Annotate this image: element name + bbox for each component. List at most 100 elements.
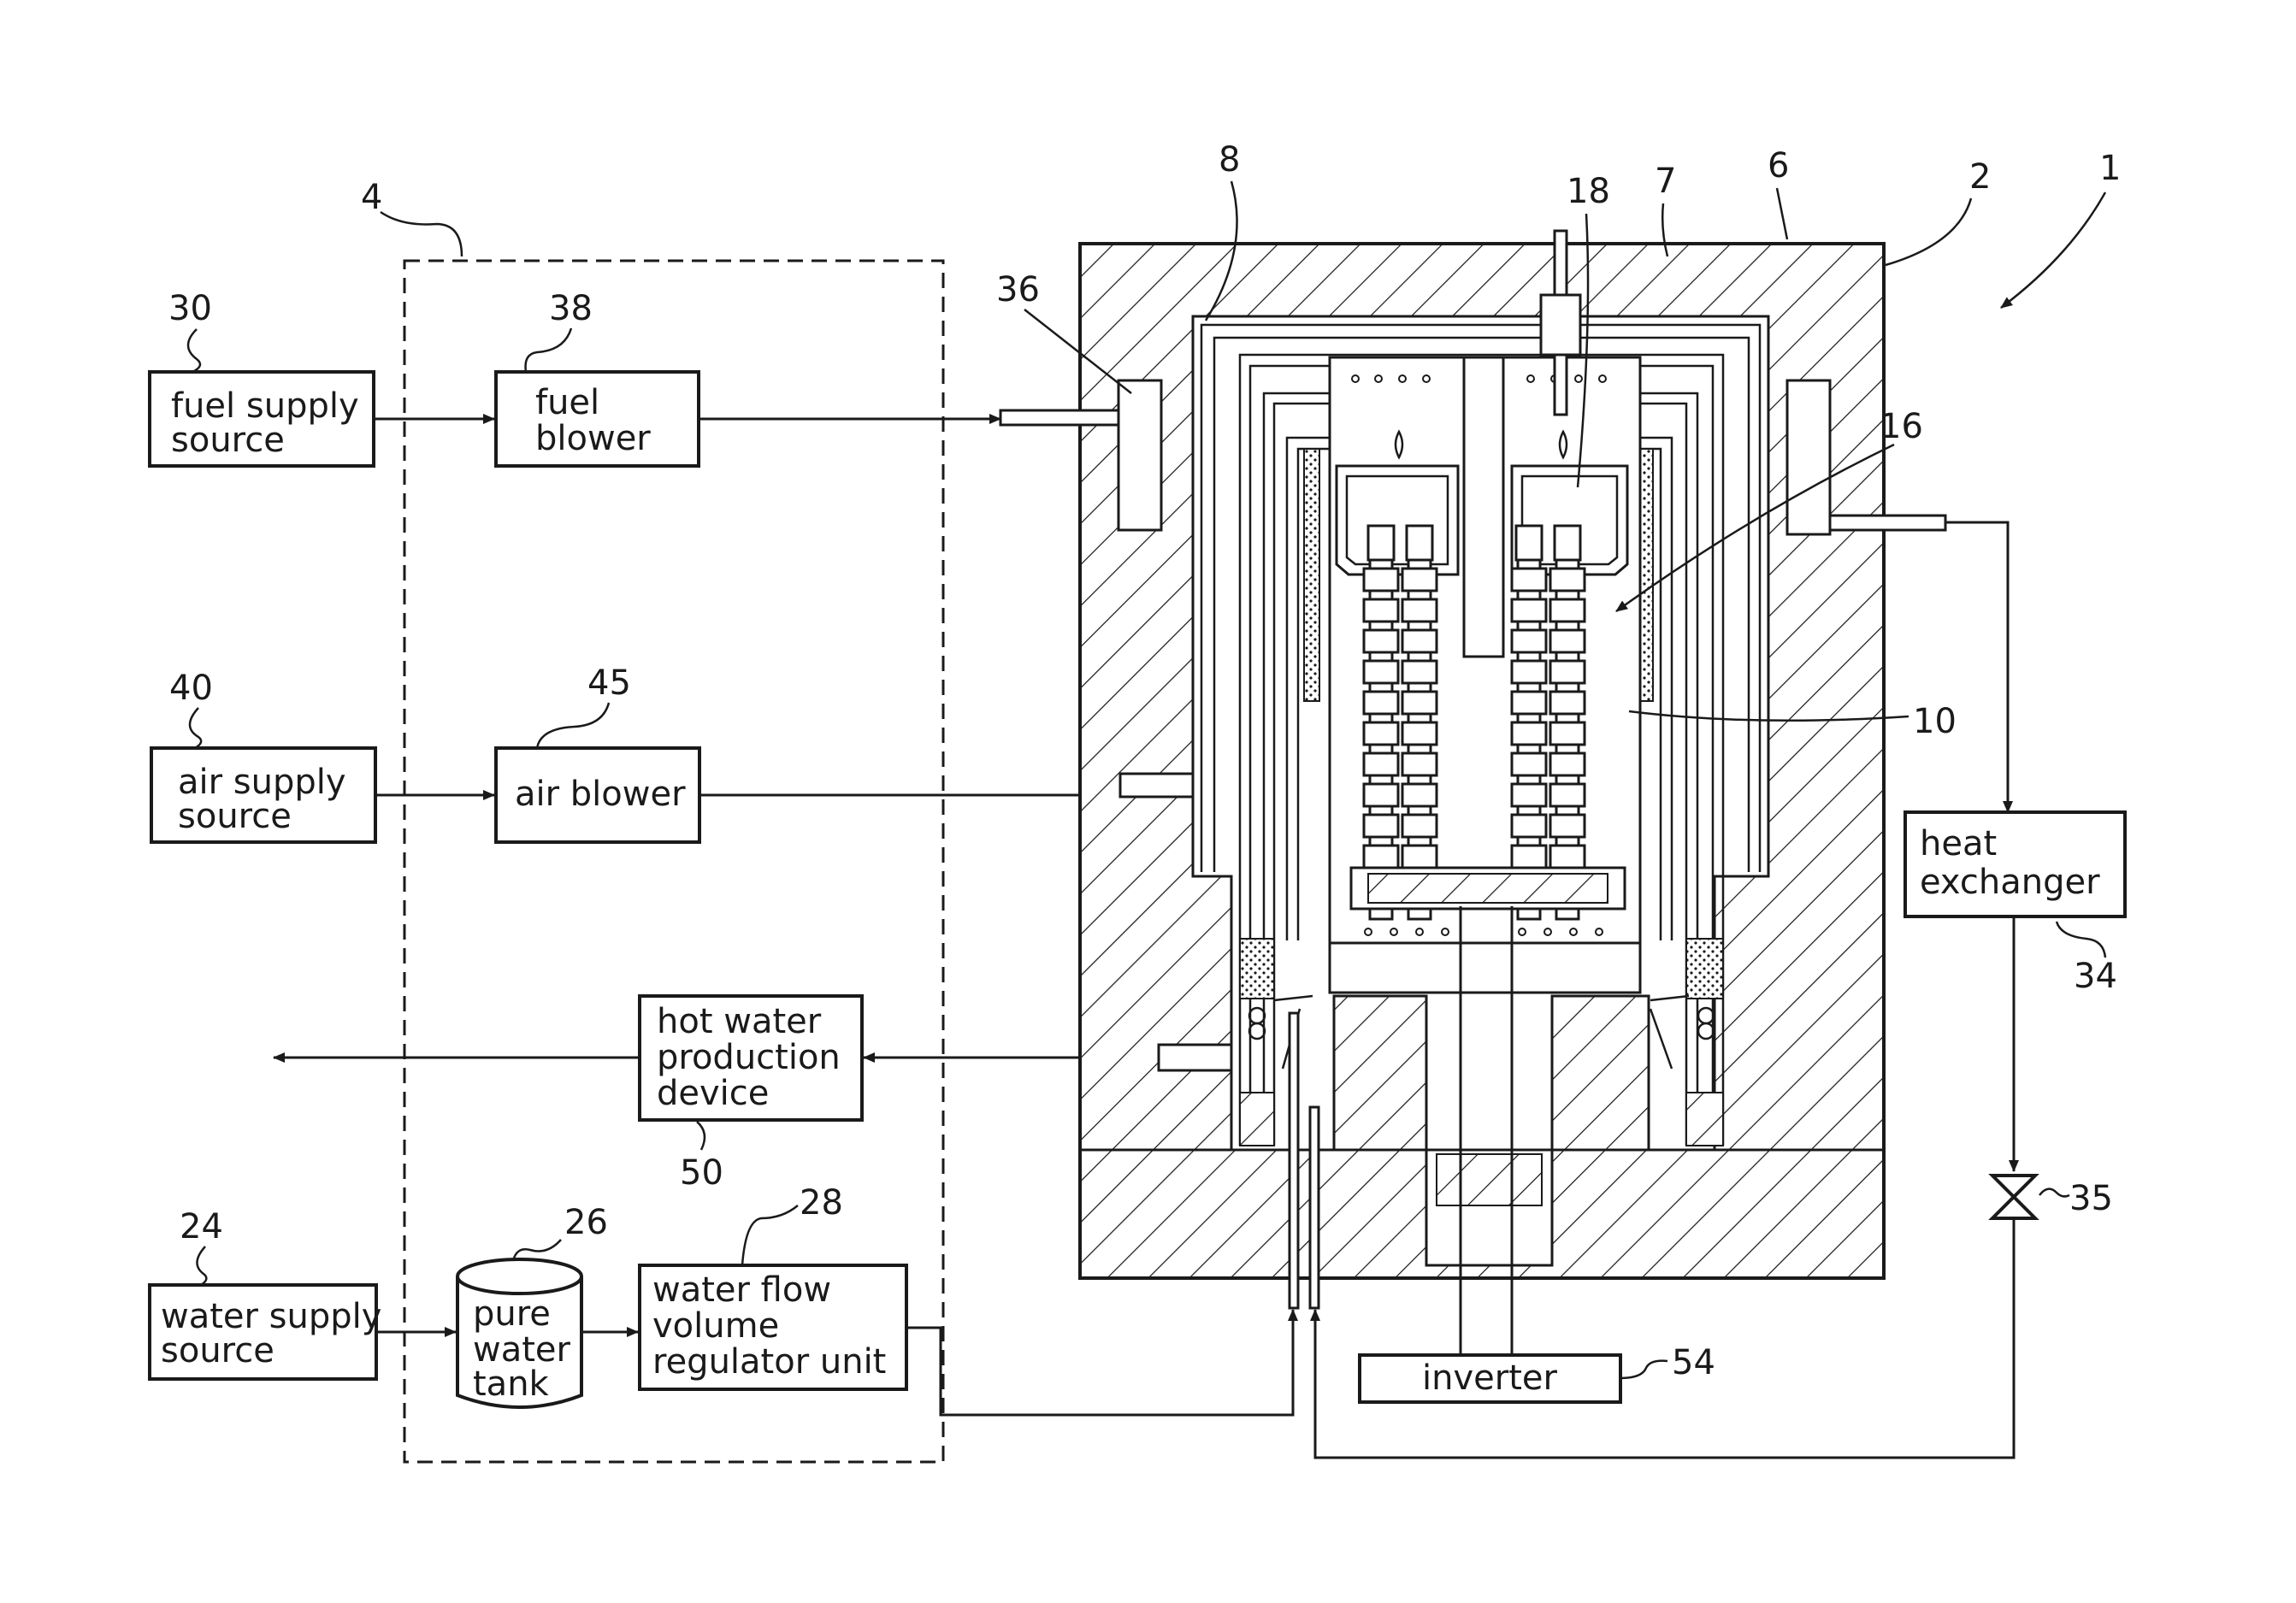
ref-port-36: 36 — [996, 270, 1040, 309]
fuel-cell-segment — [1550, 846, 1585, 868]
svg-text:fuel: fuel — [535, 383, 599, 422]
air-supply-source-ref: 40 — [169, 669, 213, 708]
water-pipe-1 — [1290, 1013, 1298, 1308]
svg-text:hot water: hot water — [657, 1002, 822, 1041]
auxiliary-unit-ref: 4 — [361, 178, 382, 217]
water-pipe-2 — [1310, 1107, 1319, 1308]
heat-exchanger-ref: 34 — [2074, 957, 2117, 996]
svg-text:air blower: air blower — [515, 775, 686, 814]
fuel-cell-segment — [1364, 661, 1398, 683]
ref-insulation: 7 — [1655, 162, 1676, 201]
reformer-left — [1337, 466, 1458, 575]
svg-text:production: production — [657, 1038, 841, 1077]
ref-stack: 16 — [1880, 407, 1923, 446]
svg-text:source: source — [178, 797, 292, 836]
fuel-cell-segment — [1550, 753, 1585, 775]
ref-module-case: 8 — [1219, 140, 1240, 180]
fuel-cell-segment — [1550, 815, 1585, 837]
fuel-cell-segment — [1364, 784, 1398, 806]
fuel-cell-segment — [1550, 599, 1585, 622]
insulation-strip-left — [1304, 449, 1319, 701]
fuel-cell-segment — [1512, 599, 1546, 622]
pure-water-tank: pure water tank 26 — [457, 1203, 608, 1407]
fuel-cell-segment — [1512, 815, 1546, 837]
air-blower-label-1: air blower — [515, 775, 686, 814]
water-flow-volume-regulator-unit: water flow volume regulator unit 28 — [640, 1183, 906, 1389]
fuel-cell-segment — [1550, 784, 1585, 806]
fuel-blower-label-2: blower — [535, 419, 651, 458]
fuel-cell-segment — [1364, 846, 1398, 868]
hot-water-outlet-port — [1159, 1045, 1231, 1070]
fuel-cell-segment — [1550, 661, 1585, 683]
inverter: inverter 54 — [1360, 1343, 1715, 1402]
hot-water-label-2: production — [657, 1038, 841, 1077]
svg-text:regulator unit: regulator unit — [652, 1342, 886, 1382]
fuel-cell-segment — [1512, 784, 1546, 806]
fuel-cell-segment — [1550, 630, 1585, 652]
fuel-cell-segment — [1402, 846, 1437, 868]
fuel-cell-segment — [1550, 722, 1585, 745]
fuel-cell-segment — [1402, 630, 1437, 652]
fuel-inlet-port — [1118, 380, 1161, 530]
svg-text:source: source — [171, 421, 285, 460]
fuel-blower-label-1: fuel — [535, 383, 599, 422]
fuel-cell-segment — [1402, 784, 1437, 806]
fuel-cell-segment — [1402, 599, 1437, 622]
ref-reformer: 18 — [1567, 172, 1610, 211]
fuel-cell-segment — [1364, 599, 1398, 622]
hot-water-production-device: hot water production device 50 — [640, 996, 862, 1193]
ref-module: 2 — [1969, 157, 1991, 197]
inverter-label: inverter — [1422, 1358, 1557, 1398]
hot-water-production-device-ref: 50 — [680, 1153, 723, 1193]
svg-text:source: source — [161, 1331, 274, 1370]
air-supply-source-label-2: source — [178, 797, 292, 836]
pure-water-tank-top — [457, 1259, 581, 1294]
igniter-rod — [1555, 231, 1567, 295]
fuel-cell-segment — [1512, 630, 1546, 652]
svg-text:pure: pure — [473, 1294, 551, 1334]
water-supply-source-ref: 24 — [180, 1207, 223, 1246]
fuel-cell-segment — [1364, 753, 1398, 775]
air-inlet-port — [1120, 774, 1193, 797]
fuel-cell-segment — [1364, 815, 1398, 837]
exhaust-port — [1787, 380, 1830, 534]
fuel-supply-source: fuel supply source 30 — [150, 289, 374, 466]
fuel-blower-ref: 38 — [549, 289, 593, 328]
svg-text:device: device — [657, 1074, 769, 1113]
fuel-cell-module — [1000, 231, 1945, 1355]
fuel-cell-segment — [1364, 692, 1398, 714]
water-flow-label-1: water flow — [652, 1270, 831, 1310]
svg-text:tank: tank — [473, 1364, 550, 1404]
inverter-ref: 54 — [1672, 1343, 1715, 1382]
cell-stack-cap — [1516, 526, 1542, 560]
fuel-cell-segment — [1364, 722, 1398, 745]
ref-housing: 6 — [1768, 146, 1789, 186]
cell-stack-cap — [1407, 526, 1432, 560]
heat-exchanger: heat exchanger 34 — [1905, 522, 2125, 1171]
fuel-cell-segment — [1402, 661, 1437, 683]
fuel-supply-source-ref: 30 — [168, 289, 212, 328]
water-flow-label-2: volume — [652, 1306, 779, 1346]
fuel-cell-segment — [1512, 661, 1546, 683]
svg-text:exchanger: exchanger — [1920, 863, 2100, 902]
cell-stack-cap — [1368, 526, 1394, 560]
fuel-cell-segment — [1512, 569, 1546, 591]
air-blower: air blower 45 — [496, 663, 699, 842]
fuel-cell-segment — [1512, 753, 1546, 775]
heat-exchanger-label-2: exchanger — [1920, 863, 2100, 902]
fuel-cell-segment — [1512, 846, 1546, 868]
svg-text:volume: volume — [652, 1306, 779, 1346]
fuel-cell-segment — [1550, 569, 1585, 591]
fuel-cell-segment — [1512, 722, 1546, 745]
svg-text:blower: blower — [535, 419, 651, 458]
ref-cell-assembly: 10 — [1913, 702, 1957, 741]
center-partition — [1464, 357, 1503, 657]
fuel-blower: fuel blower 38 — [496, 289, 699, 466]
fuel-cell-segment — [1402, 692, 1437, 714]
ref-system: 1 — [2099, 149, 2121, 188]
fuel-cell-segment — [1364, 630, 1398, 652]
fuel-cell-segment — [1364, 569, 1398, 591]
fuel-cell-segment — [1402, 569, 1437, 591]
water-supply-source-label-2: source — [161, 1331, 274, 1370]
